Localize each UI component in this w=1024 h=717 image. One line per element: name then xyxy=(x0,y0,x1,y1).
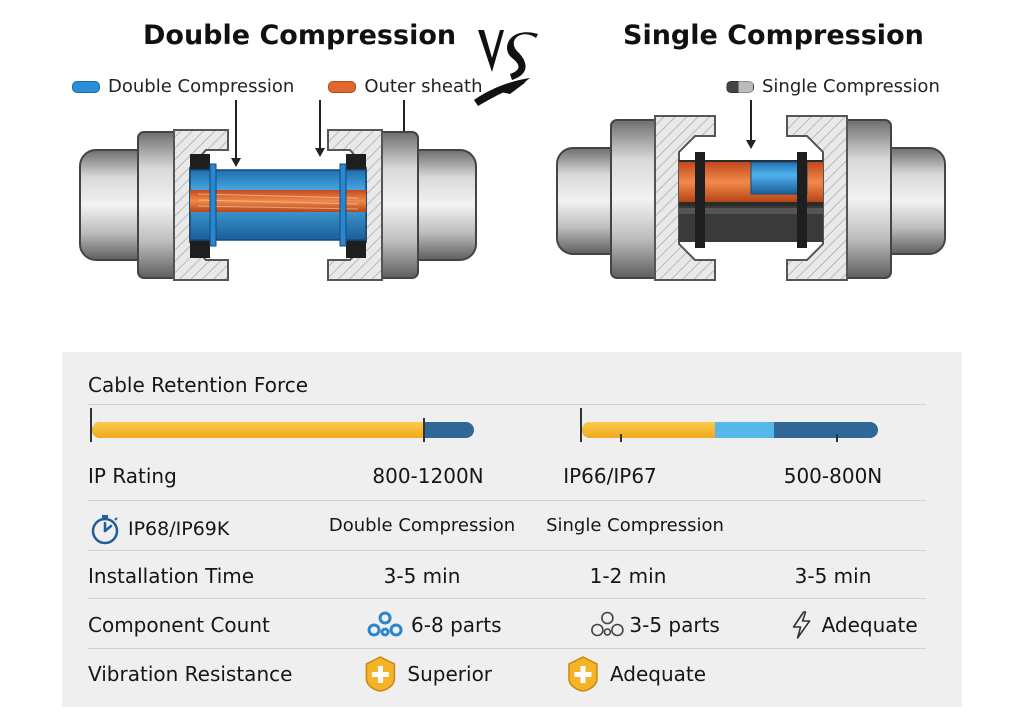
retention-bar-single-tick-1 xyxy=(620,434,622,442)
legend-swatch-single xyxy=(726,80,754,93)
retention-bar-single xyxy=(582,422,878,438)
components-value-1: 6-8 parts xyxy=(411,613,502,637)
divider xyxy=(88,500,926,501)
components-cell-3: Adequate xyxy=(790,610,918,640)
comparison-panel: Cable Retention Force IP Rating 800-1200… xyxy=(62,352,962,707)
legend-label-single: Single Compression xyxy=(762,76,940,97)
row-label-ip68: IP68/IP69K xyxy=(88,512,229,546)
retention-bar-single-tick-2 xyxy=(836,434,838,442)
blue-rings-icon xyxy=(367,611,403,637)
components-cell-2: 3-5 parts xyxy=(589,610,720,640)
outline-rings-icon xyxy=(591,611,624,637)
double-compression-connector xyxy=(79,129,477,281)
ip68-label: IP68/IP69K xyxy=(128,518,230,540)
retention-bar-double-marker xyxy=(423,418,426,442)
legend-left: Double Compression Outer sheath xyxy=(72,76,483,97)
legend-right: Single Compression xyxy=(726,76,940,97)
components-value-3: Adequate xyxy=(821,613,918,637)
single-compression-connector xyxy=(556,115,946,281)
left-title: Double Compression xyxy=(143,20,457,51)
legend-label-double: Double Compression xyxy=(108,76,295,97)
vibration-value-1: Superior xyxy=(407,662,493,686)
gold-shield-plus-icon xyxy=(365,656,396,692)
row-label-ip-rating: IP Rating xyxy=(88,464,177,488)
ip-rating-value-1: 800-1200N xyxy=(372,464,484,488)
row-label-retention: Cable Retention Force xyxy=(88,373,309,397)
retention-bar-double-fill xyxy=(92,422,425,438)
divider xyxy=(88,550,926,551)
ip68-value-2: Single Compression xyxy=(546,515,724,536)
vibration-value-2: Adequate xyxy=(609,662,707,686)
lightning-icon xyxy=(792,611,811,639)
legend-swatch-double xyxy=(72,80,100,93)
vibration-cell-2: Adequate xyxy=(566,655,706,693)
ip-rating-value-2: IP66/IP67 xyxy=(563,464,657,488)
row-label-vibration: Vibration Resistance xyxy=(88,662,293,686)
retention-bar-single-light xyxy=(715,422,775,438)
installation-value-2: 1-2 min xyxy=(589,564,667,588)
right-title: Single Compression xyxy=(623,20,924,51)
stopwatch-icon xyxy=(91,515,119,545)
installation-value-3: 3-5 min xyxy=(794,564,872,588)
bar-start-tick-single xyxy=(580,408,582,442)
ip68-value-1: Double Compression xyxy=(328,515,516,536)
retention-bar-double xyxy=(92,422,474,438)
retention-bar-single-gold xyxy=(582,422,716,438)
components-cell-1: 6-8 parts xyxy=(365,610,502,640)
bar-start-tick-double xyxy=(90,408,92,442)
divider xyxy=(88,404,926,405)
legend-label-sheath: Outer sheath xyxy=(364,76,483,97)
gold-shield-plus-icon xyxy=(568,656,598,692)
row-label-components: Component Count xyxy=(88,613,270,637)
row-label-installation: Installation Time xyxy=(88,564,255,588)
components-value-2: 3-5 parts xyxy=(629,613,720,637)
vs-mark: VS xyxy=(474,30,538,106)
divider xyxy=(88,598,926,599)
ip-rating-value-3: 500-800N xyxy=(783,464,883,488)
vibration-cell-1: Superior xyxy=(363,655,492,693)
divider xyxy=(88,648,926,649)
installation-value-1: 3-5 min xyxy=(383,564,461,588)
legend-swatch-sheath xyxy=(328,80,357,93)
